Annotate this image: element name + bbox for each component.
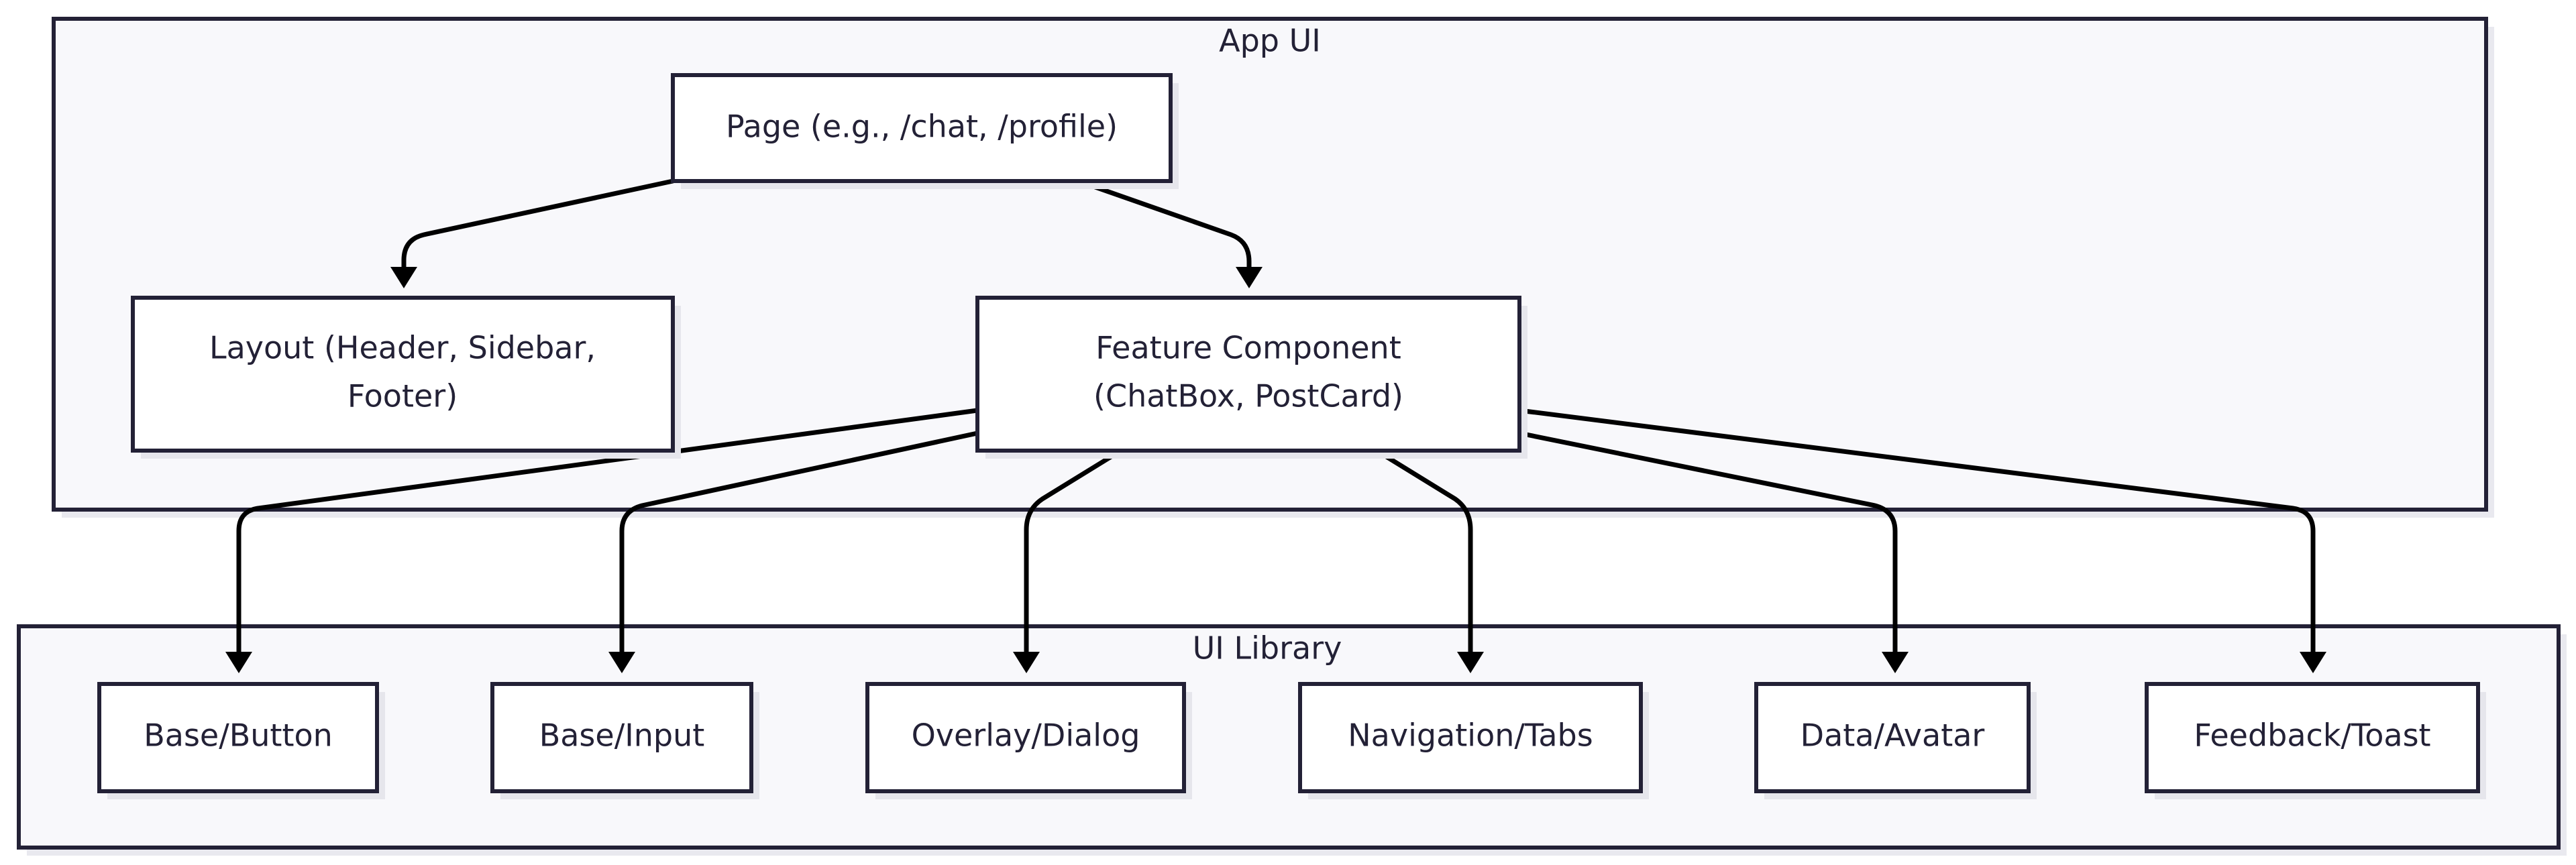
node-layout-label-line1: Layout (Header, Sidebar, — [209, 330, 596, 366]
node-page-box — [671, 73, 1173, 183]
node-page-label: Page (e.g., /chat, /profile) — [726, 109, 1118, 145]
node-feature-box — [975, 296, 1521, 453]
arrowhead-navigation-tabs — [1457, 652, 1484, 673]
node-overlay-dialog[interactable]: Overlay/Dialog — [865, 682, 1192, 799]
node-feature-label-line1: Feature Component — [1095, 330, 1401, 366]
arrowhead-layout — [390, 267, 417, 288]
node-feedback-toast-label: Feedback/Toast — [2194, 717, 2430, 754]
node-data-avatar-label: Data/Avatar — [1801, 717, 1985, 754]
edge-feature-to-navigation-tabs — [1374, 448, 1473, 654]
arrowhead-base-button — [225, 652, 252, 673]
cluster-ui-library: UI Library — [17, 624, 2567, 856]
arrowhead-overlay-dialog — [1013, 652, 1040, 673]
edge-page-to-layout — [401, 178, 676, 270]
cluster-app-ui-label: App UI — [1219, 23, 1321, 59]
node-base-button-box — [97, 682, 379, 793]
node-feedback-toast[interactable]: Feedback/Toast — [2145, 682, 2486, 799]
edges — [225, 178, 2326, 673]
edge-page-to-feature — [1075, 178, 1252, 270]
edge-feature-to-data-avatar — [1517, 430, 1898, 654]
node-base-input-label: Base/Input — [539, 717, 705, 754]
node-base-input-box — [490, 682, 753, 793]
node-data-avatar[interactable]: Data/Avatar — [1754, 682, 2037, 799]
node-feature-label-line2: (ChatBox, PostCard) — [1093, 378, 1403, 414]
node-navigation-tabs-box — [1298, 682, 1643, 793]
node-overlay-dialog-box — [865, 682, 1186, 793]
node-data-avatar-box — [1754, 682, 2031, 793]
node-layout-label-line2: Footer) — [347, 378, 458, 414]
node-feature-component[interactable]: Feature Component (ChatBox, PostCard) — [975, 296, 1527, 459]
edge-feature-to-overlay-dialog — [1024, 448, 1124, 654]
node-navigation-tabs-label: Navigation/Tabs — [1348, 717, 1593, 754]
cluster-ui-library-label: UI Library — [1193, 630, 1342, 667]
node-layout[interactable]: Layout (Header, Sidebar, Footer) — [131, 296, 681, 459]
node-base-button-label: Base/Button — [144, 717, 333, 754]
edge-feature-to-base-button — [236, 408, 980, 654]
arrowhead-feedback-toast — [2300, 652, 2326, 673]
arrowhead-data-avatar — [1882, 652, 1909, 673]
node-navigation-tabs[interactable]: Navigation/Tabs — [1298, 682, 1649, 799]
cluster-ui-library-box — [17, 624, 2561, 850]
node-base-button[interactable]: Base/Button — [97, 682, 385, 799]
edge-feature-to-feedback-toast — [1517, 408, 2316, 654]
node-overlay-dialog-label: Overlay/Dialog — [912, 717, 1140, 754]
arrowhead-feature — [1236, 267, 1263, 288]
arrowhead-base-input — [608, 652, 635, 673]
node-page[interactable]: Page (e.g., /chat, /profile) — [671, 73, 1179, 189]
node-layout-box — [131, 296, 675, 453]
edge-feature-to-base-input — [619, 430, 980, 654]
node-feedback-toast-box — [2145, 682, 2480, 793]
node-base-input[interactable]: Base/Input — [490, 682, 759, 799]
